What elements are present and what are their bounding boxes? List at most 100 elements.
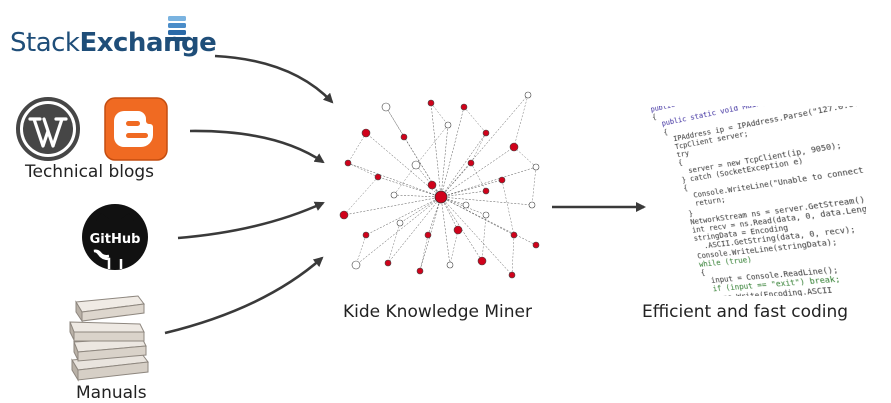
- graph-node: [344, 159, 352, 167]
- graph-edge: [343, 196, 442, 216]
- blogger-icon: [104, 97, 168, 161]
- graph-node: [396, 219, 404, 227]
- output-label: Efficient and fast coding: [642, 302, 849, 322]
- graph-edge: [440, 132, 487, 198]
- graph-node: [453, 225, 463, 235]
- graph-edge: [387, 196, 442, 264]
- graph-edge: [440, 124, 449, 198]
- graph-edge: [440, 196, 533, 206]
- miner-label: Kide Knowledge Miner: [343, 302, 532, 322]
- graph-edge: [440, 162, 472, 198]
- stackexchange-logo-part1: Stack: [10, 28, 80, 58]
- graph-node: [498, 176, 506, 184]
- graph-edge: [393, 194, 442, 198]
- technical-blogs-label: Technical blogs: [25, 162, 155, 182]
- stackexchange-logo-part2: Exchange: [79, 28, 217, 58]
- graph-edge: [440, 196, 487, 216]
- graph-edge: [470, 162, 487, 192]
- graph-edge: [501, 179, 515, 236]
- graph-node: [351, 260, 361, 270]
- graph-edge: [427, 196, 442, 236]
- graph-edge: [440, 196, 537, 246]
- arrow-blogs-to-miner: [189, 129, 325, 164]
- graph-node: [528, 201, 536, 209]
- graph-edge: [449, 229, 459, 266]
- graph-edge: [365, 196, 442, 236]
- graph-edge: [419, 196, 442, 272]
- graph-node: [532, 163, 540, 171]
- graph-edge: [440, 106, 465, 198]
- graph-edge: [440, 196, 513, 276]
- graph-edge: [430, 102, 442, 198]
- stackexchange-logo: StackExchange: [10, 28, 217, 58]
- graph-edge: [440, 196, 459, 231]
- graph-edge: [393, 164, 417, 196]
- graph-edge: [463, 106, 487, 134]
- graph-node: [384, 259, 392, 267]
- graph-node: [510, 231, 518, 239]
- graph-edge: [385, 106, 405, 138]
- knowledge-graph: [339, 91, 540, 279]
- graph-edge: [440, 94, 529, 198]
- graph-edge: [377, 176, 442, 198]
- graph-node: [374, 173, 382, 181]
- arrow-manuals-to-miner: [164, 256, 324, 335]
- graph-node: [477, 256, 487, 266]
- graph-edge: [440, 196, 451, 266]
- graph-edge: [387, 222, 401, 264]
- graph-node: [462, 201, 470, 209]
- graph-node: [339, 210, 349, 220]
- graph-node: [411, 160, 421, 170]
- github-text: GitHub: [90, 232, 141, 247]
- graph-node: [467, 159, 475, 167]
- graph-node: [524, 91, 532, 99]
- graph-node: [416, 267, 424, 275]
- graph-edge: [511, 234, 515, 276]
- graph-edge: [513, 94, 529, 148]
- graph-edge: [399, 196, 442, 224]
- manuals-label: Manuals: [76, 383, 147, 403]
- graph-edge: [347, 132, 367, 164]
- graph-node: [509, 142, 519, 152]
- graph-edge: [415, 124, 449, 166]
- graph-edge: [513, 146, 537, 168]
- graph-edge: [440, 166, 537, 198]
- graph-edge: [403, 136, 442, 198]
- graph-node: [390, 191, 398, 199]
- code-snippet: public class ChatClientSample{ public st…: [636, 106, 866, 296]
- graph-edge: [440, 179, 503, 198]
- graph-node: [446, 261, 454, 269]
- graph-node: [444, 121, 452, 129]
- graph-edge: [440, 190, 487, 198]
- graph-node: [362, 231, 370, 239]
- graph-node: [460, 103, 468, 111]
- graph-node: [424, 231, 432, 239]
- graph-edge: [481, 214, 487, 262]
- graph-edge: [419, 234, 429, 272]
- book-stack-icon: [69, 295, 149, 382]
- graph-node: [400, 133, 408, 141]
- graph-edge: [470, 132, 487, 164]
- wordpress-icon: [16, 97, 80, 161]
- graph-edge: [343, 176, 379, 216]
- graph-node: [482, 211, 490, 219]
- graph-edge: [365, 132, 442, 198]
- graph-node: [381, 102, 391, 112]
- stackexchange-stack-icon: [168, 16, 186, 46]
- graph-node: [532, 241, 540, 249]
- graph-node: [427, 99, 435, 107]
- graph-edge: [440, 196, 483, 262]
- graph-edge: [355, 196, 442, 266]
- graph-edge: [440, 146, 515, 198]
- graph-edge: [430, 102, 449, 126]
- graph-node: [482, 187, 490, 195]
- arrow-github-to-miner: [177, 201, 325, 240]
- code-block: public class ChatClientSample{ public st…: [650, 106, 866, 296]
- graph-edge: [355, 234, 367, 266]
- graph-node: [482, 129, 490, 137]
- graph-node: [361, 128, 371, 138]
- graph-node: [508, 271, 516, 279]
- graph-edge: [347, 162, 379, 178]
- graph-edge: [347, 162, 442, 198]
